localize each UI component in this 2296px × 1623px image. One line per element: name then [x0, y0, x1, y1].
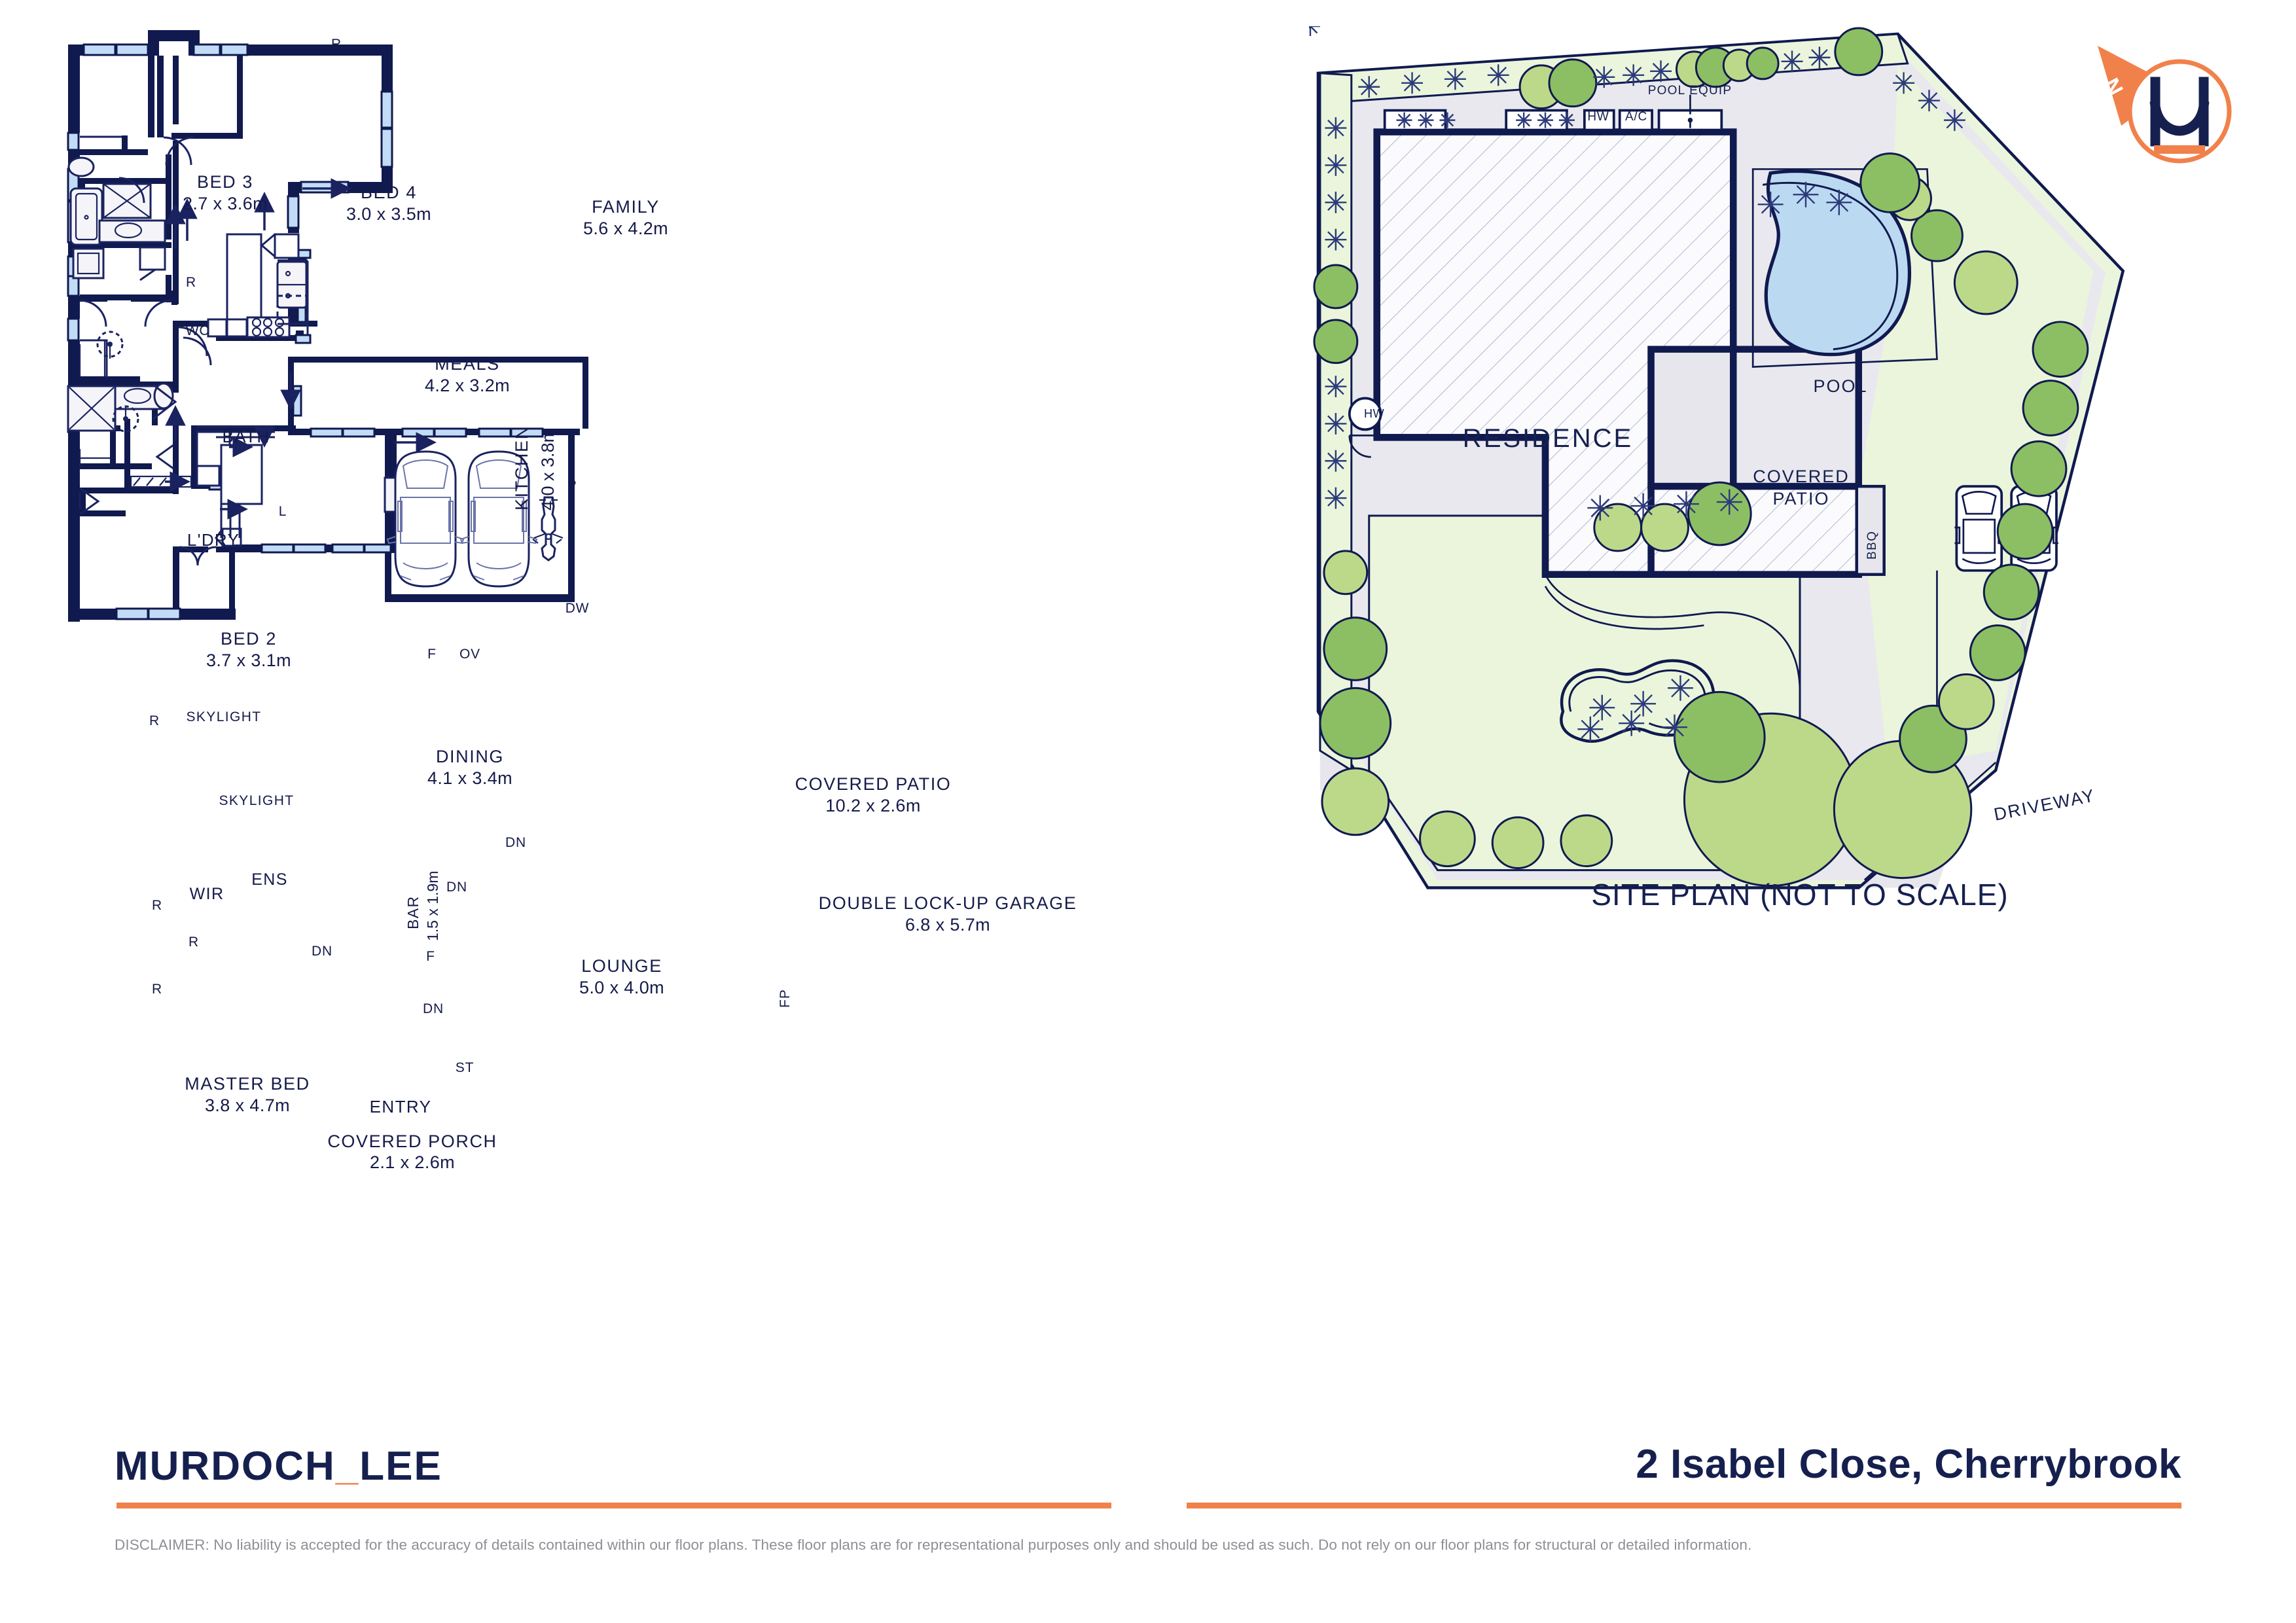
room-label-bar: BAR: [404, 895, 422, 930]
room-dim-bar: 1.5 x 1.9m: [424, 870, 441, 941]
robe-label: R: [152, 982, 162, 997]
oven-label: OV: [459, 647, 480, 662]
site-label-pool-equip: POOL EQUIP: [1647, 84, 1732, 98]
room-label: DINING 4.1 x 3.4m: [427, 747, 513, 788]
robe-label: R: [149, 713, 160, 728]
room-dim-kitchen: 4.0 x 3.8m: [538, 427, 558, 510]
linen-label: L: [278, 504, 287, 519]
footer: MURDOCH_LEE 2 Isabel Close, Cherrybrook …: [0, 1407, 2296, 1623]
fridge-label: F: [426, 949, 435, 964]
laundry-label: L'DRY: [187, 530, 240, 550]
skylight-label: SKYLIGHT: [186, 709, 262, 724]
fireplace-label: FP: [778, 989, 793, 1008]
floor-plan: .wl{fill:#101a4f;} .ln{fill:none;stroke:…: [0, 0, 1309, 1348]
room-label: FAMILY 5.6 x 4.2m: [583, 197, 669, 238]
motorbike-icon: [532, 496, 564, 562]
robe-label: R: [186, 275, 196, 290]
skylight-label: SKYLIGHT: [219, 793, 295, 808]
room-label: BED 4 3.0 x 3.5m: [346, 183, 432, 224]
brand-first: MURDOCH: [115, 1444, 336, 1489]
down-label: DN: [423, 1001, 444, 1016]
down-label: DN: [312, 944, 332, 959]
room-label: MASTER BED 3.8 x 4.7m: [185, 1074, 310, 1115]
site-plan: .sl{fill:none;stroke:#101a4f;stroke-widt…: [1309, 26, 2291, 1270]
room-label: MEALS 4.2 x 3.2m: [424, 354, 511, 395]
property-address: 2 Isabel Close, Cherrybrook: [1636, 1442, 2181, 1487]
site-plan-drawing: .sl{fill:none;stroke:#101a4f;stroke-widt…: [1309, 26, 2125, 889]
robe-label: R: [188, 935, 199, 950]
bath-label: BATH: [222, 427, 270, 446]
robe-label: R: [331, 37, 342, 52]
site-label-residence: RESIDENCE: [1462, 424, 1634, 453]
robe-label: R: [152, 898, 162, 913]
room-label-kitchen: KITCHEN: [512, 425, 531, 510]
wir-label: WIR: [189, 885, 224, 903]
site-label-hw: HW: [1587, 110, 1609, 124]
fridge-label: F: [427, 647, 437, 662]
address-rule: [1187, 1503, 2181, 1508]
room-label: COVERED PATIO 10.2 x 2.6m: [795, 774, 952, 815]
room-label: DOUBLE LOCK-UP GARAGE 6.8 x 5.7m: [818, 893, 1077, 935]
ensuite-label: ENS: [251, 870, 288, 889]
room-label: BED 2 3.7 x 3.1m: [206, 629, 292, 670]
site-plan-title: SITE PLAN (NOT TO SCALE): [1591, 878, 2009, 912]
brand-wordmark: MURDOCH_LEE: [115, 1443, 442, 1489]
room-label: BED 3 2.7 x 3.6m: [182, 172, 268, 213]
room-label: COVERED PORCH 2.1 x 2.6m: [327, 1132, 497, 1172]
pantry-label: P: [567, 478, 577, 493]
brand-underscore: _: [335, 1444, 360, 1489]
brand-second: LEE: [359, 1444, 442, 1489]
site-label-ac: A/C: [1624, 110, 1648, 124]
down-label: DN: [446, 880, 467, 895]
site-label-hw-left: HW: [1364, 407, 1385, 420]
floor-plan-drawing: .wl{fill:#101a4f;} .ln{fill:none;stroke:…: [67, 30, 588, 622]
site-label-bbq: BBQ: [1865, 530, 1879, 560]
site-label-pool: POOL: [1813, 376, 1868, 396]
down-label: DN: [505, 835, 526, 850]
room-label: LOUNGE 5.0 x 4.0m: [579, 956, 665, 997]
brand-rule: [117, 1503, 1111, 1508]
company-logo: N: [2058, 20, 2274, 170]
wc-label: WC: [185, 323, 210, 338]
disclaimer-text: DISCLAIMER: No liability is accepted for…: [115, 1537, 1752, 1553]
entry-label: ENTRY: [369, 1097, 432, 1116]
dishwasher-label: DW: [565, 601, 590, 616]
store-label: ST: [455, 1060, 475, 1075]
